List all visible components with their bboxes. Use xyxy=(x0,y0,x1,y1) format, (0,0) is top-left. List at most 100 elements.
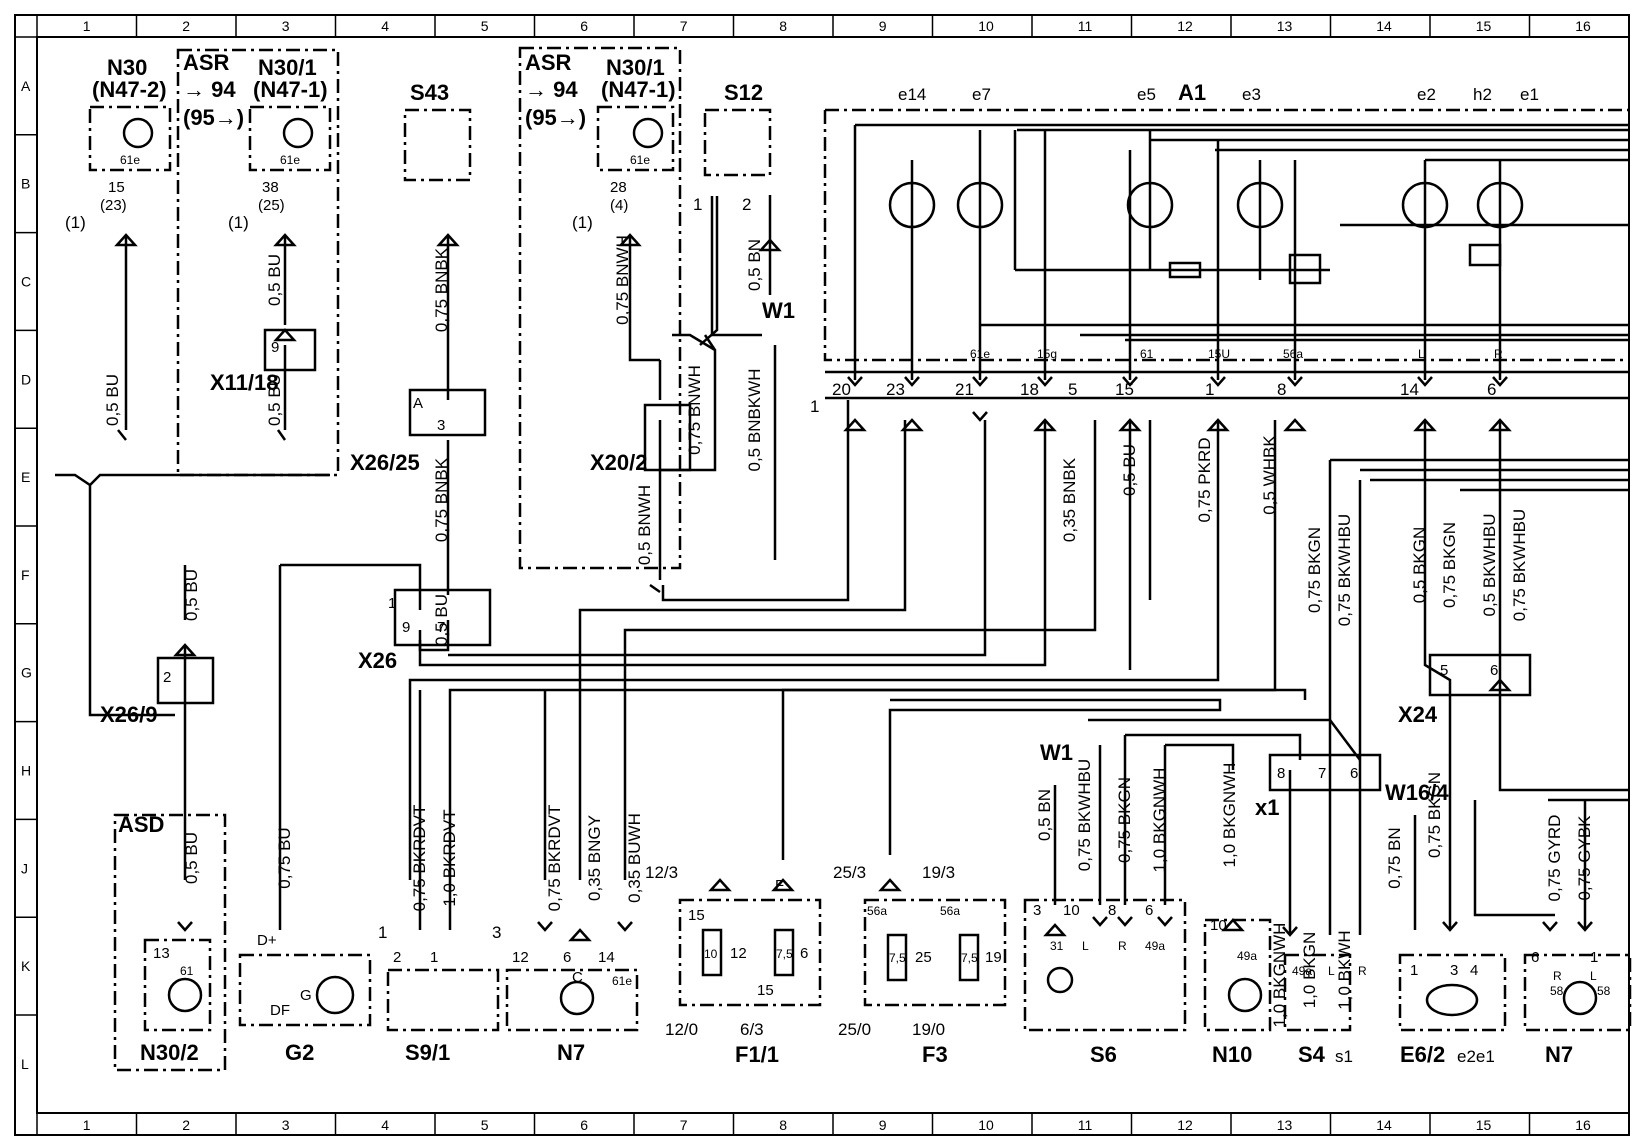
n7b-label: N7 xyxy=(1545,1042,1573,1067)
wire-label: 0,75 BNBK xyxy=(432,247,451,332)
a1-label: A1 xyxy=(1178,80,1206,105)
arrow-down-1 xyxy=(177,921,193,932)
grid-col-bottom-11: 11 xyxy=(1078,1117,1093,1133)
wire-label: 0,5 BU xyxy=(432,594,451,646)
n7b-pin-6: 6 xyxy=(1531,949,1539,966)
x26-pin-b: 9 xyxy=(402,619,410,636)
arrow-up-16 xyxy=(771,878,795,892)
a1-lamp-e2: e2 xyxy=(1417,85,1436,104)
f3-fuse-num-a: 25 xyxy=(915,949,932,966)
wire-label: 0,75 GYBK xyxy=(1575,815,1594,901)
s6-code-r: R xyxy=(1118,939,1127,953)
a1-code-15u: 15U xyxy=(1208,347,1230,361)
x26-pin-a: 1 xyxy=(388,595,396,612)
arrow-down-8 xyxy=(1442,921,1458,932)
n30-1b-pin-a: 28 xyxy=(610,179,627,196)
n30-pin-a: 15 xyxy=(108,179,125,196)
grid-col-bottom-4: 4 xyxy=(381,1117,389,1133)
arrow-up-6 xyxy=(173,643,197,657)
a1-code-r: R xyxy=(1494,347,1503,361)
x1-pin-6: 6 xyxy=(1350,765,1358,782)
x24-label: X24 xyxy=(1398,702,1438,727)
grid-col-top-13: 13 xyxy=(1277,18,1293,34)
n30-2-code: 61 xyxy=(180,964,194,978)
n30-1b-sub: (N47-1) xyxy=(601,77,676,102)
s6-pin-8: 8 xyxy=(1108,902,1116,919)
g2-pin-g: G xyxy=(300,987,312,1004)
wire-label: 0,75 BKGN xyxy=(1305,527,1324,613)
a1-lamp-e7: e7 xyxy=(972,85,991,104)
grid-col-top-11: 11 xyxy=(1078,18,1093,34)
arrow-up-4 xyxy=(618,233,642,247)
wire-label: 1,0 BKGNWH xyxy=(1220,763,1239,868)
f1-1-fuse-num-b: 6 xyxy=(800,945,808,962)
g2-label: G2 xyxy=(285,1040,314,1065)
x11-18-label: X11/18 xyxy=(210,370,279,395)
wire-label: 0,5 BNWH xyxy=(635,485,654,565)
grid-row-H: H xyxy=(21,763,31,779)
a1-pin-20: 20 xyxy=(832,380,851,399)
e6-2-pin-4: 4 xyxy=(1470,962,1478,979)
component-labels: N30 (N47-2) 61e 15 (23) (1) ASR → 94 (95… xyxy=(65,50,1611,1067)
component-boxes xyxy=(88,46,1632,1072)
a1-code-15g: 15g xyxy=(1037,347,1057,361)
grid-row-B: B xyxy=(21,176,30,192)
arrow-up-18 xyxy=(568,928,592,942)
a1-pin-14: 14 xyxy=(1400,380,1419,399)
wire-label: 0,5 BNBKWH xyxy=(745,369,764,472)
a1-code-l: L xyxy=(1418,347,1425,361)
f3-fuse-a: 7,5 xyxy=(889,951,906,965)
g2-pin-dplus: D+ xyxy=(257,932,277,949)
a1-pin-8: 8 xyxy=(1277,380,1286,399)
wire-label: 0,75 BKWHBU xyxy=(1335,514,1354,626)
f1-1-pin-b: 15 xyxy=(757,982,774,999)
f3-pin-a: 56a xyxy=(867,904,887,918)
arrow-down-4 xyxy=(1092,916,1108,927)
grid-col-bottom-14: 14 xyxy=(1376,1117,1392,1133)
wires xyxy=(55,195,1630,935)
a1-code-61e: 61e xyxy=(970,347,990,361)
n30-1a-sub: (N47-1) xyxy=(253,77,328,102)
grid-col-bottom-5: 5 xyxy=(481,1117,489,1133)
grid-row-E: E xyxy=(21,469,30,485)
connector-bus-row xyxy=(825,370,1630,400)
f1-1-f: F xyxy=(775,877,784,894)
x26-25-pin: 3 xyxy=(437,417,445,434)
a1-pin-6: 6 xyxy=(1487,380,1496,399)
s6-code-49a: 49a xyxy=(1145,939,1165,953)
w1-top-label: W1 xyxy=(762,298,795,323)
a1-cluster-box xyxy=(823,108,1630,362)
n30-2-pin: 13 xyxy=(153,945,170,962)
arrow-up-10 xyxy=(1118,418,1142,432)
wire-label: 0,75 BNWH xyxy=(685,365,704,455)
wire-label: 1,0 BKGNWH xyxy=(1270,923,1289,1028)
n30-1a-label: N30/1 xyxy=(258,55,317,80)
a1-lamp-e1: e1 xyxy=(1520,85,1539,104)
arrow-down-13 xyxy=(972,376,988,387)
grid-col-top-4: 4 xyxy=(381,18,389,34)
n7b-code-r: R xyxy=(1553,969,1562,983)
wire-label: 0,75 BU xyxy=(275,827,294,888)
arrow-down-6 xyxy=(1157,916,1173,927)
arrow-up-21 xyxy=(1488,678,1512,692)
arrow-up-13 xyxy=(1413,418,1437,432)
wire-label: 0,75 BKRDVT xyxy=(410,805,429,912)
wire-label: 0,5 BU xyxy=(103,374,122,426)
n30-1b-code: 61e xyxy=(630,153,650,167)
component-symbols xyxy=(122,117,1598,1017)
arrow-up-20 xyxy=(1043,923,1067,937)
wire-label: 0,75 BKWHBU xyxy=(1075,759,1094,871)
wire-label: 0,75 GYRD xyxy=(1545,815,1564,902)
arrow-up-1 xyxy=(273,233,297,247)
grid-ticks xyxy=(15,15,1531,1135)
x26-25-pin-a: A xyxy=(413,395,423,412)
n30-2-label: N30/2 xyxy=(140,1040,199,1065)
s4-code-l: L xyxy=(1328,964,1335,978)
frame xyxy=(14,14,1630,1136)
wire-label: 0,75 PKRD xyxy=(1195,437,1214,522)
n10-code: 49a xyxy=(1237,949,1257,963)
a1-pin-18: 18 xyxy=(1020,380,1039,399)
grid-col-top-12: 12 xyxy=(1177,18,1193,34)
